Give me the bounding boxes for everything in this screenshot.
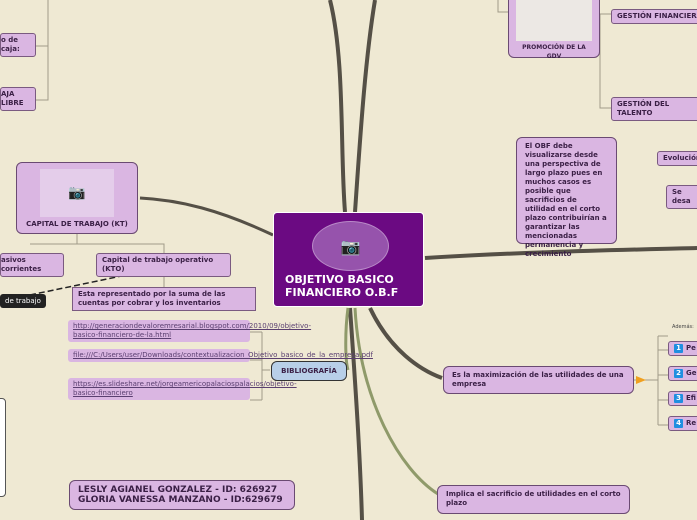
- number-1-icon: 1: [674, 344, 683, 353]
- number-3-icon: 3: [674, 394, 683, 403]
- node-obf-note[interactable]: El OBF debe visualizarse desde una persp…: [516, 137, 617, 258]
- capital-title: CAPITAL DE TRABAJO (KT): [26, 220, 128, 228]
- node-kto[interactable]: Capital de trabajo operativo (KTO): [96, 253, 231, 277]
- ademas-label: Además:: [672, 324, 694, 330]
- money-illustration: [516, 0, 592, 41]
- node-bibliografia[interactable]: BIBLIOGRAFÍA: [271, 361, 347, 381]
- item-label: Pe: [686, 344, 696, 352]
- node-caja-libre[interactable]: AJA LIBRE: [0, 87, 36, 111]
- central-title: OBJETIVO BASICO FINANCIERO O.B.F: [285, 273, 399, 299]
- item-label: Efi: [686, 394, 696, 402]
- link-1[interactable]: http://generaciondevaloremresarial.blogs…: [68, 320, 311, 342]
- link-2[interactable]: file:///C:/Users/user/Downloads/contextu…: [68, 349, 373, 362]
- node-sacrificio[interactable]: Implica el sacrificio de utilidades en e…: [437, 485, 630, 514]
- author-2: GLORIA VANESSA MANZANO - ID:629679: [78, 495, 283, 505]
- node-gestion-talento[interactable]: GESTIÓN DEL TALENTO: [611, 97, 697, 121]
- camera-icon: 📷: [312, 221, 389, 271]
- link-3[interactable]: https://es.slideshare.net/jorgeamericopa…: [68, 378, 297, 400]
- node-capital-trabajo[interactable]: 📷 CAPITAL DE TRABAJO (KT): [16, 162, 138, 234]
- tooltip: de trabajo: [0, 294, 46, 308]
- item-label: Ge: [686, 369, 697, 377]
- node-se-desa[interactable]: Se desa: [666, 185, 697, 209]
- node-kto-desc[interactable]: Esta representado por la suma de las cue…: [72, 287, 256, 311]
- number-4-icon: 4: [674, 419, 683, 428]
- node-gestion-financiera[interactable]: GESTIÓN FINANCIERA: [611, 9, 697, 24]
- number-2-icon: 2: [674, 369, 683, 378]
- node-pasivos-corrientes[interactable]: asivos corrientes: [0, 253, 64, 277]
- node-evolucion[interactable]: Evolución: [657, 151, 697, 166]
- node-authors[interactable]: LESLY AGIANEL GONZALEZ - ID: 626927 GLOR…: [69, 480, 295, 510]
- item-label: Re: [686, 419, 697, 427]
- camera-icon: 📷: [40, 169, 114, 217]
- gdv-label: PROMOCIÓN DE LA GDV: [522, 44, 586, 60]
- author-1: LESLY AGIANEL GONZALEZ - ID: 626927: [78, 485, 278, 495]
- offscreen-node[interactable]: [0, 398, 6, 497]
- node-maximizacion[interactable]: Es la maximización de las utilidades de …: [443, 366, 634, 394]
- node-gdv[interactable]: PROMOCIÓN DE LA GDV: [508, 0, 600, 60]
- central-node[interactable]: 📷 OBJETIVO BASICO FINANCIERO O.B.F: [273, 212, 424, 307]
- node-flujo-caja[interactable]: o de caja:: [0, 33, 36, 57]
